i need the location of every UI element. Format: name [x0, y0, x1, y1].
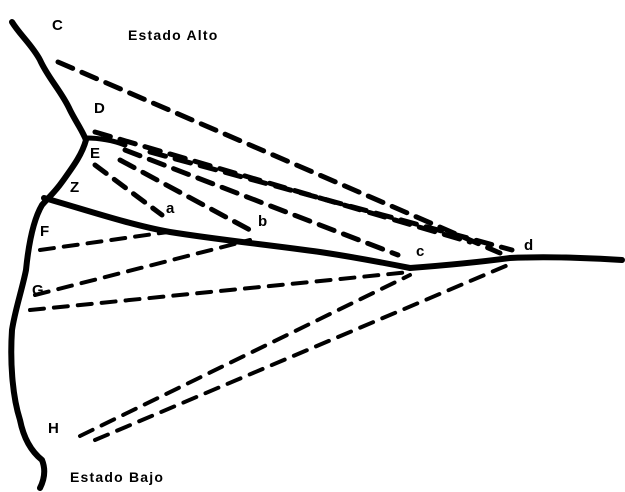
state-top-label: Estado Alto: [128, 27, 218, 43]
d-branch: [83, 135, 128, 148]
label-z: Z: [70, 179, 79, 196]
dashed-line-f-to-a: [38, 230, 170, 252]
dashed-line-c-top-to-d: [55, 59, 503, 256]
dashed-line-e-upper-to-d: [147, 149, 515, 253]
label-h: H: [48, 420, 59, 437]
dashed-line-h-to-c: [78, 273, 412, 438]
dashed-line-e-to-b: [117, 157, 253, 233]
label-g: G: [32, 282, 44, 299]
label-f: F: [40, 223, 49, 240]
dashed-line-g-to-b: [33, 238, 252, 297]
label-a: a: [166, 200, 175, 217]
label-e: E: [90, 145, 100, 162]
label-c-lower: c: [416, 243, 424, 260]
dashed-line-h-to-d: [93, 263, 510, 442]
dashed-line-g-to-c: [28, 270, 412, 312]
label-d-lower: d: [524, 237, 533, 254]
label-c-upper: C: [52, 17, 63, 34]
main-path-line: [41, 195, 625, 271]
state-bottom-label: Estado Bajo: [70, 469, 164, 485]
left-boundary-curve: [8, 19, 89, 491]
label-b: b: [258, 213, 267, 230]
dashed-line-e-to-c: [122, 147, 401, 258]
dashed-line-e-to-a: [92, 162, 165, 218]
label-d-upper: D: [94, 100, 105, 117]
